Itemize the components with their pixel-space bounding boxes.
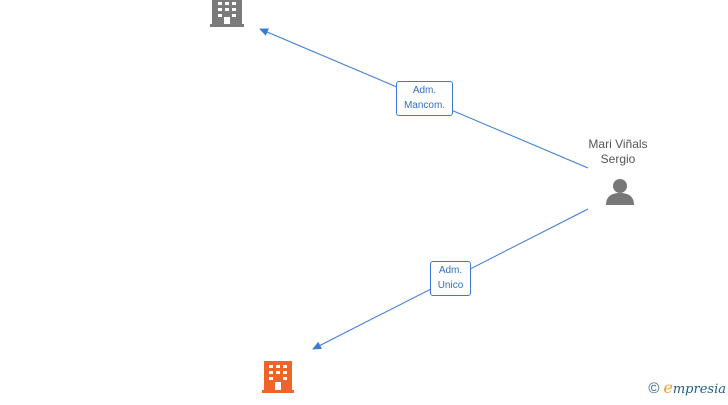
brand-logo: empresia	[663, 378, 726, 397]
edge-label-mancom-line1: Adm.	[412, 85, 437, 96]
edge-label-unico-line2: Unico	[437, 280, 464, 291]
brand-logo-e: e	[663, 378, 673, 397]
person-name-line1: Mari Viñals	[588, 137, 648, 151]
person-name-line2: Sergio	[600, 152, 636, 166]
brand-logo-rest: mpresia	[672, 382, 726, 397]
edge-label-mancom[interactable]: Adm. Mancom.	[396, 81, 453, 116]
person-icon[interactable]	[606, 179, 634, 205]
copyright-symbol: ©	[648, 380, 660, 397]
building-icon[interactable]	[210, 0, 244, 27]
edge-label-unico[interactable]: Adm. Unico	[430, 261, 471, 296]
person-name[interactable]: Mari Viñals Sergio	[570, 137, 666, 167]
empresia-watermark: ©empresia	[648, 378, 726, 397]
edge-label-mancom-line2: Mancom.	[403, 100, 446, 111]
building-icon[interactable]	[262, 361, 294, 393]
edge-label-unico-line1: Adm.	[438, 265, 463, 276]
